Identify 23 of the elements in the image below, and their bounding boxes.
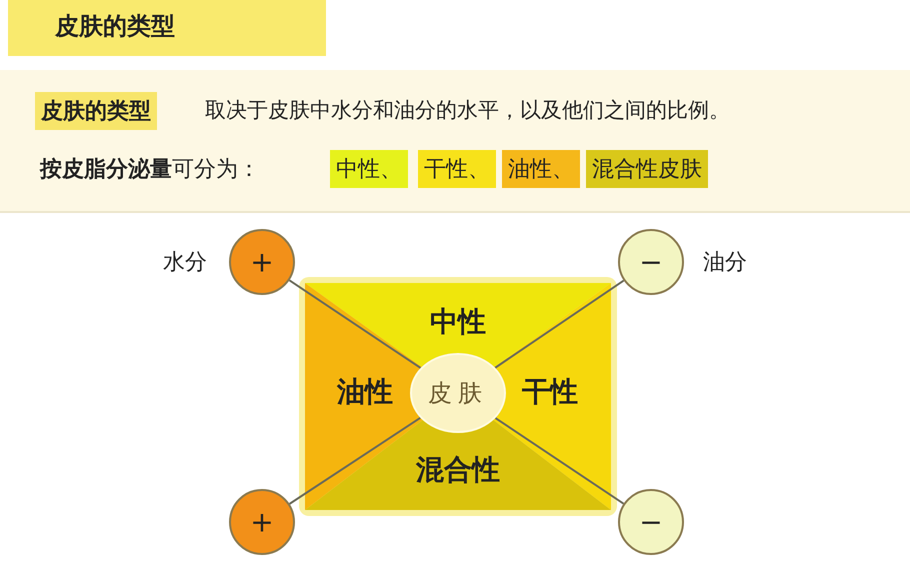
connector-line	[494, 417, 624, 504]
connector-line	[289, 416, 421, 505]
description-text: 按皮脂分泌量可分为：	[40, 156, 260, 184]
connector-line	[288, 280, 422, 369]
sign-text: −	[639, 506, 663, 538]
sign-text: +	[250, 506, 274, 538]
sign-text: +	[250, 246, 274, 278]
highlighted-term: 干性、	[418, 150, 496, 188]
sign-text: −	[639, 246, 663, 278]
highlighted-term: 中性、	[330, 150, 408, 188]
title: 皮肤的类型	[55, 11, 175, 42]
highlighted-term: 油性、	[502, 150, 580, 188]
description-text: 取决于皮肤中水分和油分的水平，以及他们之间的比例。	[205, 97, 730, 124]
highlighted-term: 混合性皮肤	[586, 150, 708, 188]
region-text: 混合性	[416, 451, 500, 489]
region-text: 油性	[337, 373, 393, 411]
region-text: 中性	[430, 303, 486, 341]
side-label: 水分	[163, 249, 207, 277]
center-text: 皮肤	[428, 378, 488, 409]
connector-line	[494, 280, 624, 369]
side-label: 油分	[703, 249, 747, 277]
highlighted-term: 皮肤的类型	[35, 92, 157, 130]
region-text: 干性	[522, 373, 578, 411]
